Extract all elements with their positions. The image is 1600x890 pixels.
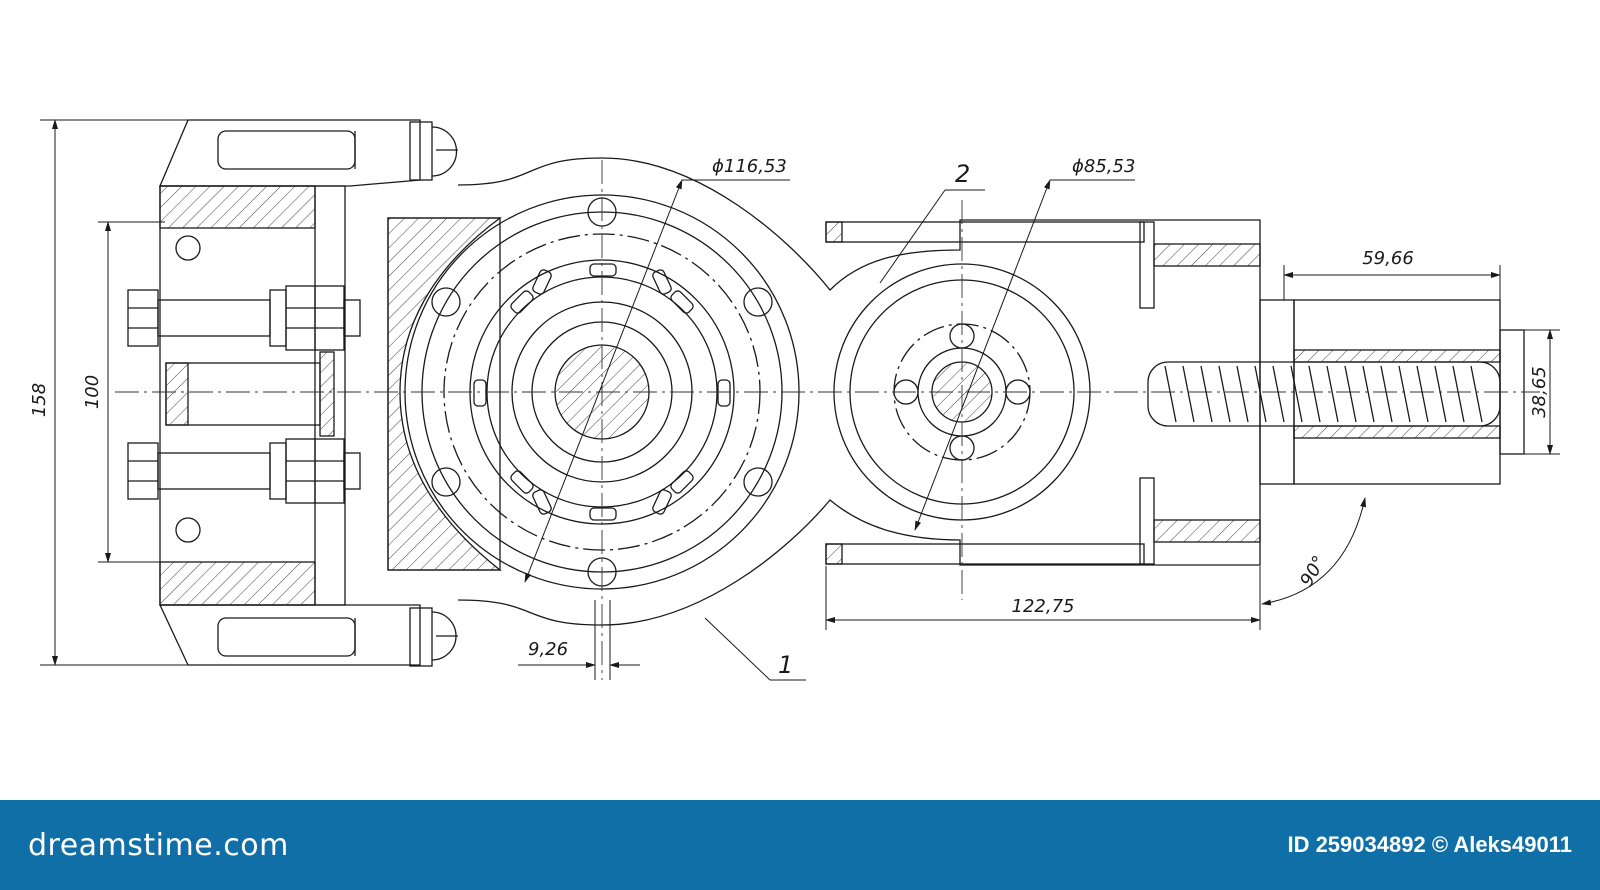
dimension-spring-length bbox=[1283, 265, 1501, 300]
technical-drawing: 158 100 ϕ116,53 ϕ85,53 59,66 38,65 122,7… bbox=[29, 119, 1560, 681]
dimension-spring-diameter bbox=[1500, 329, 1560, 455]
dimension-large-diameter bbox=[524, 179, 790, 583]
dimension-small-diameter bbox=[914, 179, 1135, 531]
image-id: ID 259034892 bbox=[1287, 832, 1426, 857]
dim-label-rod-length: 122,75 bbox=[1012, 596, 1075, 617]
callout-part-2: 2 bbox=[955, 160, 970, 188]
dimension-angle bbox=[1261, 497, 1367, 606]
dim-label-small-diameter: ϕ85,53 bbox=[1072, 156, 1135, 177]
brand-logo[interactable]: dreamstime.com bbox=[28, 827, 289, 863]
pin-top bbox=[217, 121, 458, 181]
spring-assembly bbox=[1147, 299, 1525, 485]
bolt-upper bbox=[127, 285, 361, 351]
clamp-body bbox=[158, 119, 421, 666]
dim-label-offset: 9,26 bbox=[528, 639, 568, 660]
leader-part-1 bbox=[704, 617, 806, 681]
dim-label-spring-diameter: 38,65 bbox=[1529, 366, 1550, 418]
callout-part-1: 1 bbox=[778, 651, 793, 679]
rod-bottom bbox=[825, 477, 1261, 565]
dimension-rod-length bbox=[825, 566, 1261, 630]
image-copyright: © Aleks49011 bbox=[1431, 832, 1572, 857]
footer-bar: dreamstime.com ID 259034892 © Aleks49011 bbox=[0, 800, 1600, 890]
dim-label-inner-height: 100 bbox=[82, 375, 103, 409]
housing bbox=[387, 157, 1261, 626]
rod-top bbox=[825, 221, 1261, 309]
dim-label-overall-height: 158 bbox=[29, 383, 50, 417]
bolt-lower bbox=[127, 438, 361, 504]
dimension-offset bbox=[518, 600, 640, 680]
image-credit: ID 259034892 © Aleks49011 bbox=[1287, 832, 1572, 858]
dim-label-spring-length: 59,66 bbox=[1362, 248, 1414, 269]
dim-label-large-diameter: ϕ116,53 bbox=[712, 156, 787, 177]
dimension-inner-height bbox=[98, 221, 165, 563]
dimension-overall-height bbox=[40, 119, 190, 666]
dim-label-angle: 90° bbox=[1296, 552, 1330, 590]
pin-bottom bbox=[217, 607, 458, 667]
leader-part-2 bbox=[879, 189, 985, 284]
